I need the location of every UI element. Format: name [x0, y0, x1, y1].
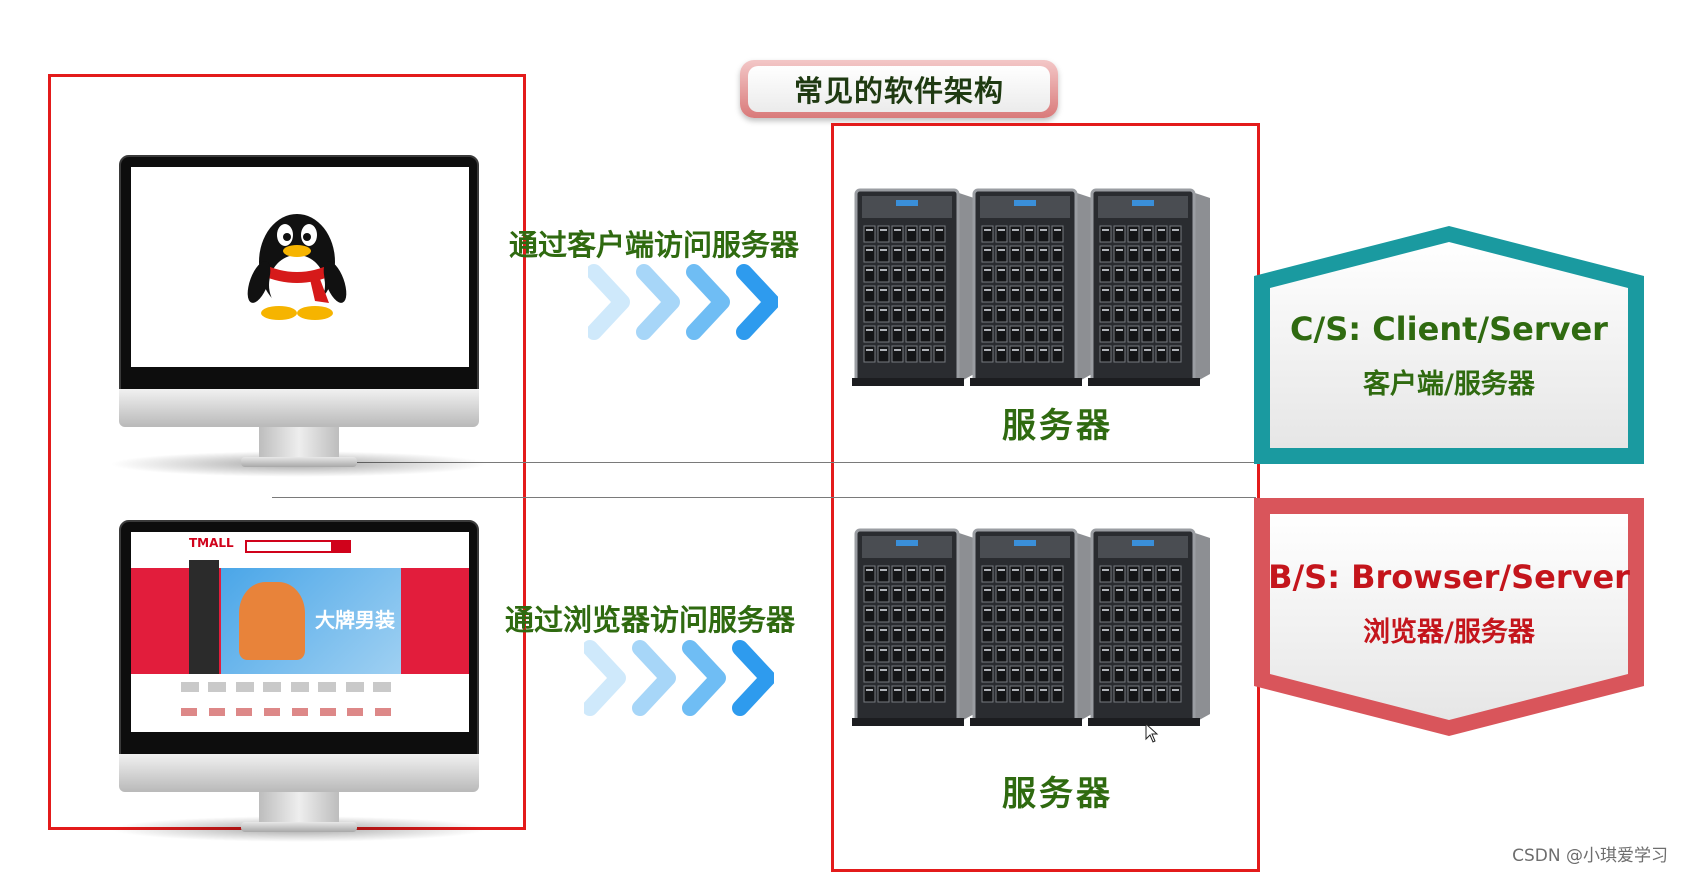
monitor-chin	[119, 389, 479, 427]
monitor-chin	[119, 754, 479, 792]
tmall-header: TMALL	[131, 532, 469, 566]
tmall-search-box	[245, 540, 333, 553]
cs-chinese-label: 客户端/服务器	[1363, 369, 1535, 400]
mouse-cursor-icon	[1145, 723, 1159, 743]
divider-line-bottom	[272, 497, 1256, 498]
chevron-arrows-icon	[584, 640, 774, 716]
bs-architecture-badge: B/S: Browser/Server 浏览器/服务器	[1254, 498, 1644, 738]
bs-chinese-label: 浏览器/服务器	[1363, 617, 1535, 648]
divider-line-top	[272, 462, 1256, 463]
tmall-banner-text: 大牌男装	[315, 608, 395, 632]
cs-english-label: C/S: Client/Server	[1290, 310, 1608, 348]
server-tower	[1088, 188, 1210, 386]
tmall-brand-row	[181, 682, 391, 702]
jacket-image	[239, 582, 305, 660]
client-monitor	[109, 155, 489, 477]
monitor-foot	[241, 457, 357, 467]
client-access-label: 通过客户端访问服务器	[509, 228, 800, 262]
title-pill: 常见的软件架构	[740, 60, 1058, 118]
monitor-bezel	[119, 155, 479, 391]
tmall-search-button	[331, 540, 351, 553]
browser-access-label: 通过浏览器访问服务器	[505, 603, 796, 637]
page-title: 常见的软件架构	[748, 66, 1050, 112]
server-towers-bottom	[852, 528, 1210, 726]
monitor-foot	[241, 822, 357, 832]
bs-badge-shape	[1254, 498, 1644, 736]
bs-english-label: B/S: Browser/Server	[1268, 558, 1630, 596]
server-tower	[1088, 528, 1210, 726]
monitor-neck	[259, 792, 339, 824]
monitor-screen	[131, 167, 469, 367]
watermark-credit: CSDN @小琪爱学习	[1512, 846, 1668, 866]
server-label-top: 服务器	[1002, 406, 1113, 446]
qq-penguin-icon	[247, 214, 347, 320]
server-tower	[970, 188, 1092, 386]
server-tower	[970, 528, 1092, 726]
tmall-logo: TMALL	[189, 536, 234, 550]
monitor-bezel: TMALL 大牌男装	[119, 520, 479, 756]
chevron-arrows-icon	[588, 264, 778, 340]
cs-badge-shape	[1254, 226, 1644, 464]
server-towers-top	[852, 188, 1210, 386]
server-tower	[852, 188, 974, 386]
monitor-neck	[259, 427, 339, 459]
server-tower	[852, 528, 974, 726]
tmall-webpage: TMALL 大牌男装	[131, 532, 469, 732]
tmall-category-sidebar	[189, 560, 219, 674]
server-label-bottom: 服务器	[1002, 774, 1113, 814]
browser-monitor: TMALL 大牌男装	[109, 520, 489, 842]
cs-architecture-badge: C/S: Client/Server 客户端/服务器	[1254, 226, 1644, 466]
tmall-brand-row-2	[181, 708, 391, 720]
